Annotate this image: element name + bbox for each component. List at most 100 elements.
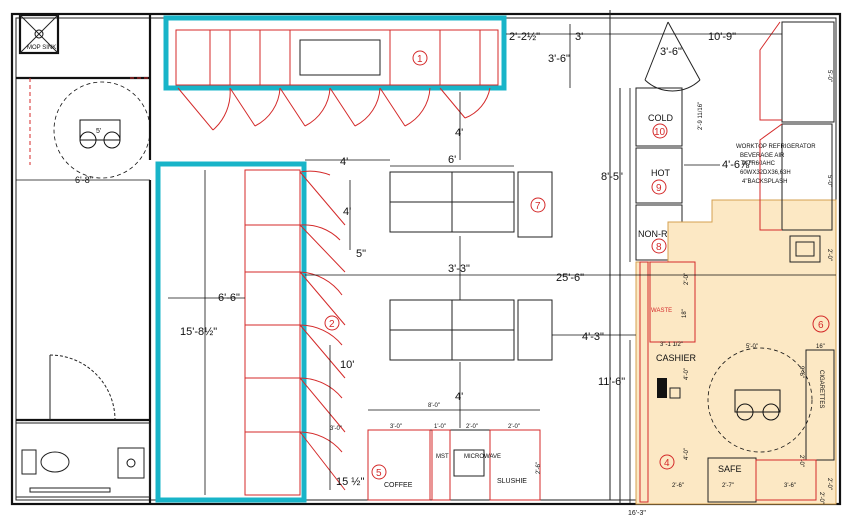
top-door-swings (177, 87, 491, 131)
svg-text:4': 4' (455, 391, 463, 403)
svg-text:3"-1 1/2": 3"-1 1/2" (660, 342, 683, 348)
cigarettes-rack (805, 349, 835, 461)
svg-text:2'-0": 2'-0" (818, 492, 824, 504)
left-door-swings (299, 170, 346, 491)
svg-text:5'-0": 5'-0" (826, 175, 832, 187)
counter-area (635, 199, 837, 505)
svg-text:8: 8 (656, 242, 662, 253)
svg-text:8'-0": 8'-0" (428, 403, 440, 409)
svg-text:2'-0": 2'-0" (508, 424, 520, 430)
microwave (453, 449, 485, 477)
svg-text:5'-0": 5'-0" (746, 344, 758, 350)
svg-text:6': 6' (448, 154, 456, 166)
svg-text:COFFEE: COFFEE (384, 482, 413, 489)
svg-text:10: 10 (654, 127, 666, 138)
svg-text:18": 18" (682, 309, 688, 318)
cold-unit (635, 87, 683, 147)
worktop-fridge (781, 123, 833, 231)
svg-text:4'-3": 4'-3" (582, 331, 604, 343)
svg-text:WORKTOP REFRIGERATOR: WORKTOP REFRIGERATOR (736, 144, 816, 150)
cashier-wheelchair-icon (734, 389, 781, 421)
svg-text:7: 7 (535, 201, 541, 212)
svg-text:4': 4' (343, 206, 351, 218)
svg-text:MST: MST (436, 454, 449, 460)
svg-text:10': 10' (340, 359, 354, 371)
svg-text:16'-3": 16'-3" (628, 510, 646, 517)
svg-text:COLD: COLD (648, 113, 674, 123)
svg-text:SLUSHIE: SLUSHIE (497, 478, 527, 485)
svg-text:2'-7": 2'-7" (722, 483, 734, 489)
svg-text:16": 16" (816, 344, 825, 350)
svg-text:5": 5" (356, 248, 366, 260)
svg-text:25'-6": 25'-6" (556, 272, 584, 284)
svg-text:2'-2½": 2'-2½" (509, 31, 540, 43)
svg-text:3'-0": 3'-0" (390, 424, 402, 430)
mop-sink-box (18, 13, 60, 55)
svg-text:4: 4 (664, 458, 670, 469)
svg-text:CIGARETTES: CIGARETTES (818, 370, 824, 408)
svg-text:5'-0": 5'-0" (826, 70, 832, 82)
svg-text:9: 9 (656, 183, 662, 194)
svg-text:2'-0": 2'-0" (826, 478, 832, 490)
hot-unit (635, 147, 683, 204)
svg-text:SAFE: SAFE (718, 464, 742, 474)
svg-text:MICROWAVE: MICROWAVE (464, 454, 501, 460)
svg-text:3'-6": 3'-6" (660, 46, 682, 58)
svg-text:1: 1 (417, 54, 423, 65)
svg-text:2'-0": 2'-0" (798, 455, 804, 467)
mop-label: MOP SINK (27, 45, 56, 51)
svg-text:4"BACKSPLASH: 4"BACKSPLASH (742, 179, 787, 185)
svg-text:15 ½": 15 ½" (336, 476, 364, 488)
num-circle-2 (324, 315, 340, 331)
svg-text:4': 4' (340, 156, 348, 168)
svg-text:4'-0": 4'-0" (684, 368, 690, 380)
right-cabinet-top (781, 21, 835, 123)
svg-text:2'-0": 2'-0" (684, 273, 690, 285)
svg-text:60WX32DX36,63H: 60WX32DX36,63H (740, 170, 791, 176)
left-cooler-shelves (245, 224, 300, 433)
svg-text:9'-6": 9'-6" (798, 366, 804, 378)
svg-text:4'-6⅞": 4'-6⅞" (722, 159, 753, 171)
svg-text:3'-6": 3'-6" (784, 483, 796, 489)
svg-text:3': 3' (575, 31, 583, 43)
svg-text:HOT: HOT (651, 168, 671, 178)
svg-text:6: 6 (818, 320, 824, 331)
svg-text:10'-9": 10'-9" (708, 31, 736, 43)
svg-text:3'-0": 3'-0" (330, 426, 342, 432)
svg-text:3'-3": 3'-3" (448, 263, 470, 275)
svg-text:15'-8½": 15'-8½" (180, 326, 217, 338)
svg-text:6'-6": 6'-6" (218, 292, 240, 304)
cigarettes-label: CIGARETTES (818, 370, 824, 408)
num-circle-1 (412, 50, 428, 66)
svg-text:2: 2 (329, 319, 335, 330)
outer-wall (10, 12, 842, 506)
svg-text:NON-REF: NON-REF (638, 229, 679, 239)
svg-text:11'-6": 11'-6" (598, 376, 625, 388)
svg-text:5': 5' (96, 128, 101, 135)
hand-sink (789, 235, 821, 263)
svg-text:3'-6": 3'-6" (548, 53, 570, 65)
svg-text:2'-0": 2'-0" (826, 249, 832, 261)
svg-text:5: 5 (376, 468, 382, 479)
restroom-sink (117, 447, 145, 479)
svg-text:WASTE: WASTE (651, 308, 672, 314)
svg-text:4': 4' (455, 127, 463, 139)
svg-text:WTR60AHC: WTR60AHC (742, 161, 776, 167)
cashier-turning-circle (707, 347, 813, 453)
cooler-top (163, 15, 507, 91)
toilet (40, 451, 70, 473)
svg-text:2'-9 11/16": 2'-9 11/16" (698, 102, 704, 130)
svg-text:2'-0": 2'-0" (466, 424, 478, 430)
svg-text:1'-0": 1'-0" (434, 424, 446, 430)
cooler-left (155, 161, 307, 503)
svg-text:4'-0": 4'-0" (684, 448, 690, 460)
svg-text:CASHIER: CASHIER (656, 353, 697, 363)
cooler-top-doors (209, 30, 481, 85)
svg-text:2'-6": 2'-6" (672, 483, 684, 489)
svg-text:BEVERAGE AIR: BEVERAGE AIR (740, 153, 785, 159)
turning-circle (53, 81, 151, 179)
svg-text:2'-6": 2'-6" (536, 462, 542, 474)
svg-text:8'-5": 8'-5" (601, 171, 623, 183)
wheelchair-icon (79, 119, 121, 149)
